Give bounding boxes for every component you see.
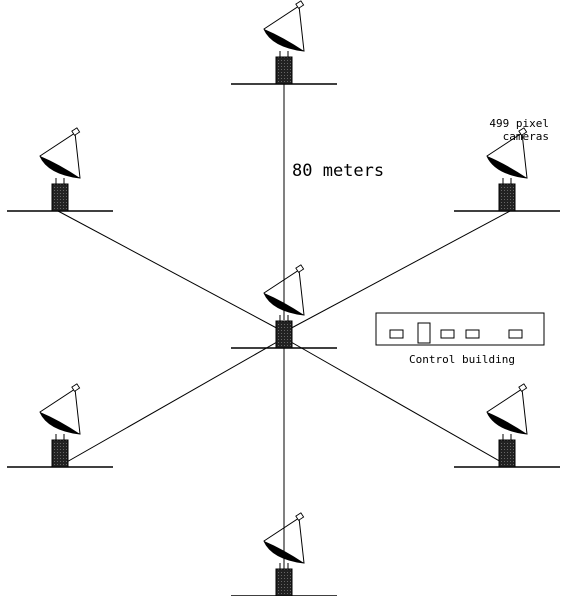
- link-north-east: [283, 210, 511, 333]
- telescope-north-west: [6, 127, 114, 212]
- telescope-north: [230, 0, 338, 85]
- connection-lines: [57, 84, 511, 569]
- spacing-label: 80 meters: [292, 161, 384, 181]
- building-door: [417, 322, 431, 344]
- control-building: [375, 312, 545, 346]
- telescope-south-west: [6, 383, 114, 468]
- control-building-label: Control building: [409, 353, 515, 366]
- telescope-south-east: [453, 383, 561, 468]
- building-window: [465, 329, 480, 339]
- link-south-east: [283, 337, 511, 468]
- camera-label-line2: cameras: [503, 130, 549, 143]
- building-window: [440, 329, 455, 339]
- building-window: [389, 329, 404, 339]
- link-south-west: [57, 337, 285, 468]
- link-north-west: [57, 210, 285, 333]
- camera-label-line1: 499 pixel: [489, 117, 549, 130]
- building-window: [508, 329, 523, 339]
